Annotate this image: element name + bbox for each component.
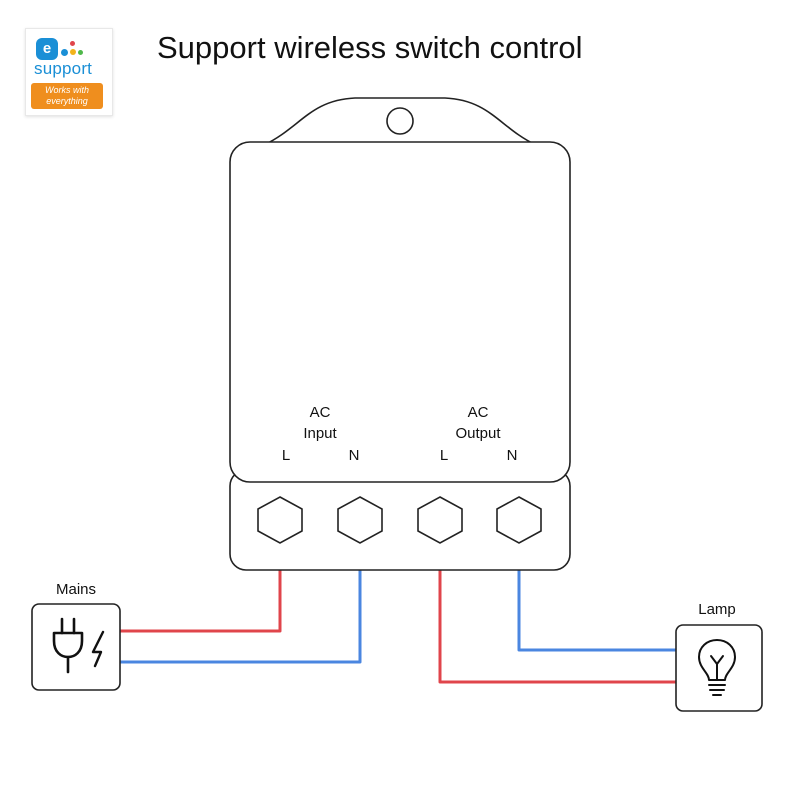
logo-tagline-line1: Works with (44, 85, 89, 95)
logo-dot (78, 50, 83, 55)
mains-live-wire (120, 543, 282, 633)
logo-dot (70, 41, 75, 46)
mains-label: Mains (56, 581, 96, 598)
lightbulb-icon (698, 639, 736, 696)
terminal-output-l (417, 496, 463, 544)
plug-lightning-icon (52, 617, 105, 674)
relay-device (229, 97, 571, 571)
logo-tagline: Works with everything (31, 83, 103, 109)
input-n-label: N (349, 447, 360, 464)
logo-tagline-line2: everything (46, 96, 88, 106)
logo-dot (70, 49, 76, 55)
ac-input-label-line1: AC (310, 404, 331, 421)
input-l-label: L (282, 447, 290, 464)
terminal-output-n (496, 496, 542, 544)
mains-neutral-wire (120, 543, 362, 664)
ac-input-label-line2: Input (303, 425, 337, 442)
lamp-neutral-wire (517, 543, 676, 652)
terminal-input-l (257, 496, 303, 544)
mounting-hole (386, 107, 414, 135)
lamp-box (675, 624, 763, 712)
page-title: Support wireless switch control (157, 30, 583, 65)
logo-word: support (34, 59, 93, 78)
device-body (229, 141, 571, 483)
output-n-label: N (507, 447, 518, 464)
esupport-logo: e support Works with everything (25, 28, 113, 116)
lamp-live-wire (438, 543, 676, 684)
ac-output-label-line1: AC (468, 404, 489, 421)
mains-box (31, 603, 121, 691)
logo-dot (61, 49, 68, 56)
ac-output-label-line2: Output (455, 425, 501, 442)
terminal-input-n (337, 496, 383, 544)
lamp-label: Lamp (698, 601, 736, 618)
output-l-label: L (440, 447, 448, 464)
logo-badge: e (36, 38, 58, 60)
